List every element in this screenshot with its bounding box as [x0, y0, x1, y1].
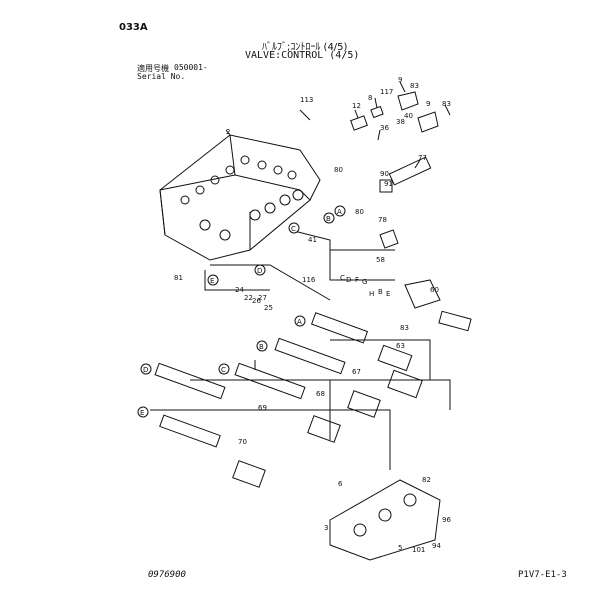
callout-label: E: [140, 409, 144, 417]
part-label: 27: [258, 294, 267, 302]
spool-B: [274, 337, 423, 399]
spool-A: [310, 312, 413, 372]
page-reference: P1V7-E1-3: [518, 570, 567, 580]
part-label: 116: [302, 276, 316, 284]
part-label: 58: [376, 256, 385, 264]
part-label: 38: [396, 118, 405, 126]
part-label: 6: [338, 480, 343, 488]
part-label: 77: [418, 154, 427, 162]
part-label: 113: [300, 96, 313, 104]
fitting-78: [379, 229, 399, 249]
callout-label: A: [297, 318, 302, 326]
part-label: 81: [174, 274, 183, 282]
title-japanese: ﾊﾞﾙﾌﾞ;ｺﾝﾄﾛｰﾙ (4/5): [262, 42, 348, 53]
callout-letter: D: [346, 276, 351, 284]
part-label: 12: [352, 102, 361, 110]
callout-letter: G: [362, 278, 367, 286]
part-label: 60: [430, 286, 439, 294]
part-label: 40: [404, 112, 413, 120]
part-label: 90: [380, 170, 389, 178]
catalog-number: 0976900: [148, 570, 186, 580]
part-label: 2: [226, 128, 230, 136]
callout-label: B: [259, 343, 264, 351]
part-label: 80: [334, 166, 343, 174]
part-label: 83: [400, 324, 409, 332]
part-label: 69: [258, 404, 267, 412]
block-9-lower: [417, 111, 439, 133]
part-label: 63: [396, 342, 405, 350]
part-label: 117: [380, 88, 393, 96]
callout-label: B: [326, 215, 331, 223]
part-label: 83: [442, 100, 451, 108]
part-label: 5: [398, 544, 402, 552]
part-label: 80: [355, 208, 364, 216]
callout-letter: E: [386, 290, 390, 298]
part-label: 26: [252, 297, 261, 305]
spool-E: [159, 414, 266, 488]
callout-label: A: [337, 208, 342, 216]
callout-label: E: [210, 277, 214, 285]
part-label: 41: [308, 236, 317, 244]
plug-8: [370, 105, 384, 119]
callout-label: D: [143, 366, 148, 374]
seal-stack-right: [438, 310, 472, 332]
block-9-upper: [397, 91, 419, 111]
callout-label: C: [221, 366, 226, 374]
part-label: 9: [426, 100, 430, 108]
serial-label-english: Serial No.: [137, 72, 186, 81]
serial-value: 050001-: [174, 63, 208, 72]
page-code: 033A: [119, 22, 148, 33]
spool-C: [234, 362, 381, 418]
callout-letter: B: [378, 288, 383, 296]
part-label: 22: [244, 294, 253, 302]
part-label: 83: [410, 82, 419, 90]
part-label: 82: [422, 476, 431, 484]
part-label: 91: [384, 180, 393, 188]
cap-12: [350, 115, 368, 131]
bracket-60: [404, 279, 441, 309]
title-english: VALVE:CONTROL (4/5): [245, 50, 360, 61]
part-label: 94: [432, 542, 441, 550]
part-label: 70: [238, 438, 247, 446]
part-label: 8: [368, 94, 372, 102]
spool-77: [388, 156, 432, 186]
callout-label: C: [291, 225, 296, 233]
part-label: 101: [412, 546, 425, 554]
valve-body-ports: [180, 155, 304, 241]
part-label: 3: [324, 524, 328, 532]
part-label: 24: [235, 286, 244, 294]
callout-label: D: [257, 267, 262, 275]
valve-body: [159, 134, 321, 261]
cover-plate-5: [329, 479, 441, 561]
callout-letter: F: [355, 276, 359, 284]
part-label: 25: [264, 304, 273, 312]
callout-letter: C: [340, 274, 345, 282]
part-label: 96: [442, 516, 451, 524]
spool-D: [154, 362, 341, 443]
part-label: 67: [352, 368, 361, 376]
serial-label-japanese: 適用号機: [137, 64, 169, 73]
part-label: 78: [378, 216, 387, 224]
part-label: 36: [380, 124, 389, 132]
fitting-90: [379, 179, 393, 193]
part-label: 68: [316, 390, 325, 398]
callout-letter: H: [369, 290, 374, 298]
part-label: 9: [398, 76, 402, 84]
